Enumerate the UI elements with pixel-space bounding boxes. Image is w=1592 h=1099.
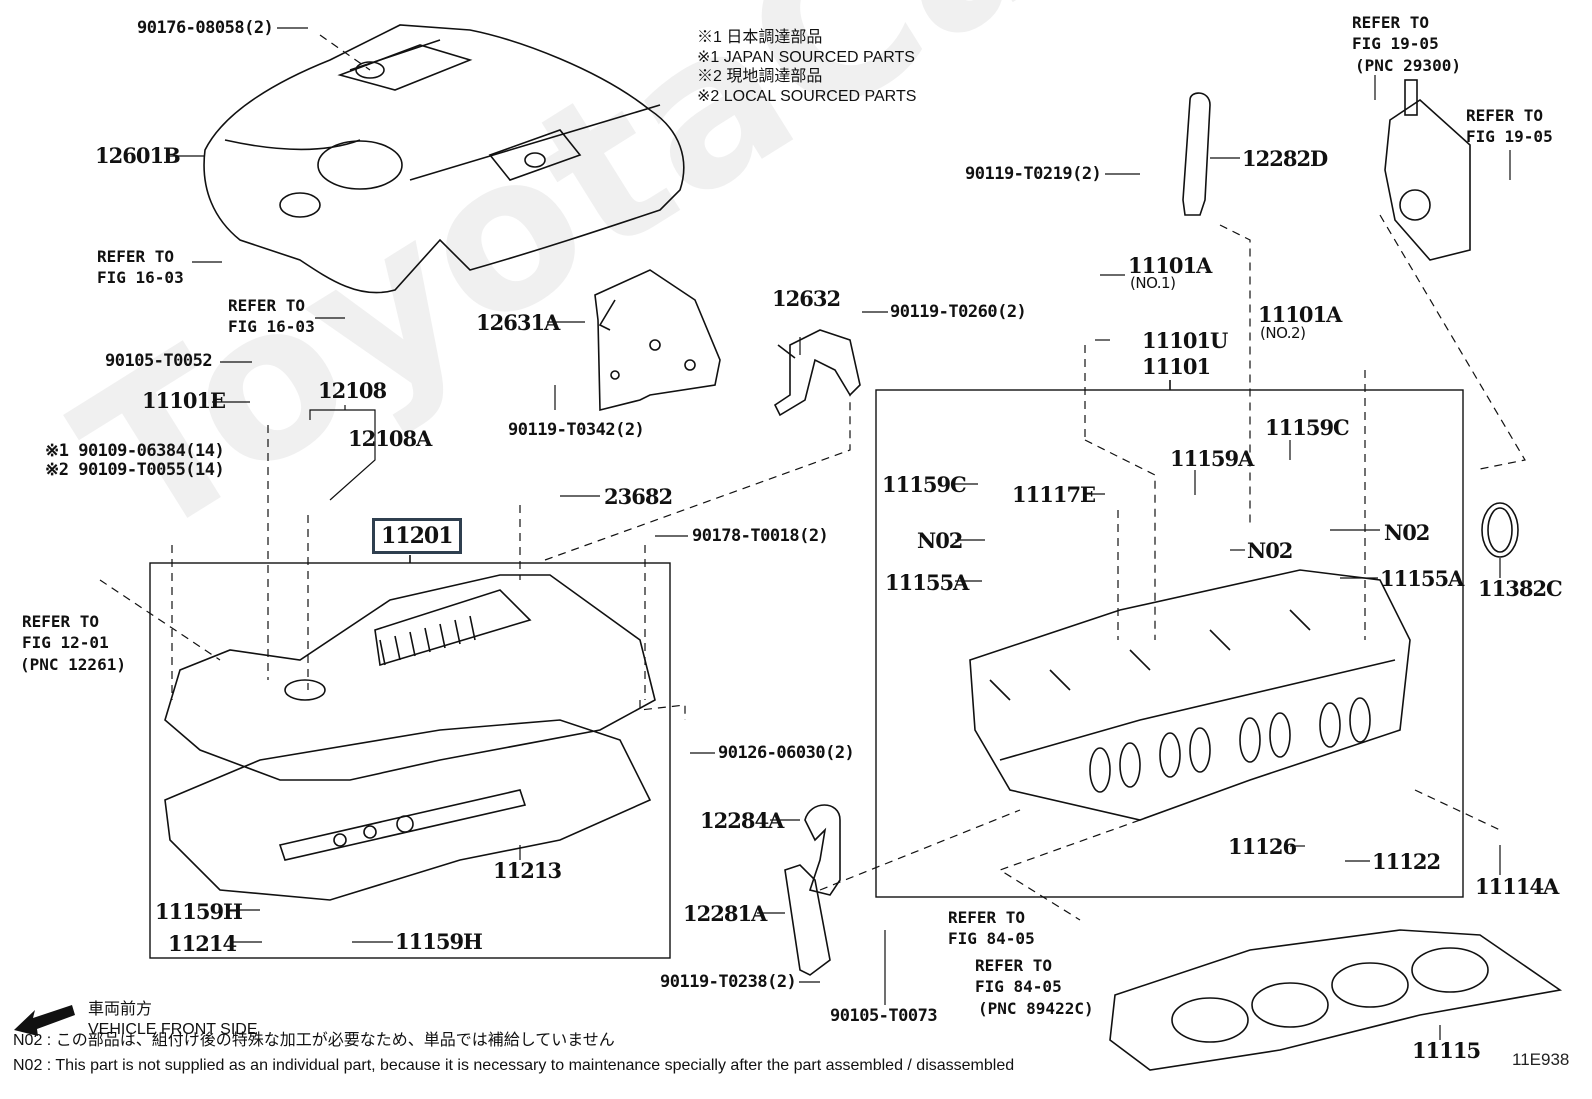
part-label-N02-right[interactable]: N02 xyxy=(1384,520,1430,545)
part-label-11101[interactable]: 11101 xyxy=(1142,354,1211,379)
part-label-11115[interactable]: 11115 xyxy=(1412,1038,1481,1063)
leader-lines xyxy=(170,27,1511,1040)
part-label-11155A-right[interactable]: 11155A xyxy=(1380,566,1464,591)
part-label-11159C-right[interactable]: 11159C xyxy=(1265,415,1350,440)
refer-fig-84-05-pnc: (PNC 89422C) xyxy=(978,999,1094,1018)
vehicle-front-en: VEHICLE FRONT SIDE xyxy=(88,1021,258,1038)
legend-line-3: ※2 現地調達部品 xyxy=(697,68,823,85)
part-label-90109-06384[interactable]: ※1 90109-06384(14) xyxy=(45,441,225,461)
figure-code: 11E938 xyxy=(1512,1050,1570,1069)
part-label-11101E[interactable]: 11101E xyxy=(142,388,226,413)
part-label-90178-T0018[interactable]: 90178-T0018(2) xyxy=(692,526,829,546)
refer-fig-19-05-pnc: (PNC 29300) xyxy=(1355,56,1461,75)
bracket-12281A-drawing xyxy=(784,864,831,976)
part-label-12108[interactable]: 12108 xyxy=(318,378,387,403)
vehicle-front-arrow xyxy=(14,1005,75,1036)
footnote-en: N02 : This part is not supplied as an in… xyxy=(13,1057,1015,1074)
part-label-90109-T0055[interactable]: ※2 90109-T0055(14) xyxy=(45,460,225,480)
cylinder-head-cover-drawing xyxy=(164,574,656,781)
engine-cover-drawing xyxy=(203,24,685,294)
part-label-N02-middle[interactable]: N02 xyxy=(1247,538,1293,563)
hanger-12282D-drawing xyxy=(1182,92,1211,216)
part-label-11382C[interactable]: 11382C xyxy=(1478,576,1563,601)
part-label-12632[interactable]: 12632 xyxy=(772,286,841,311)
part-label-90105-T0073[interactable]: 90105-T0073 xyxy=(830,1006,938,1026)
part-label-90105-T0052[interactable]: 90105-T0052 xyxy=(105,351,213,371)
refer-fig-12-01-pnc: (PNC 12261) xyxy=(20,655,126,674)
legend-line-2: ※1 JAPAN SOURCED PARTS xyxy=(697,48,915,66)
seal-11382C-drawing xyxy=(1481,502,1519,558)
part-label-11159A[interactable]: 11159A xyxy=(1170,446,1254,471)
part-label-11159C-left[interactable]: 11159C xyxy=(882,472,967,497)
cover-gasket-drawing xyxy=(164,719,652,901)
refer-fig-12-01[interactable]: REFER TO FIG 12-01 xyxy=(22,612,109,652)
cylinder-head-drawing xyxy=(969,569,1411,821)
head-gasket-drawing xyxy=(1109,929,1563,1071)
part-label-11114A[interactable]: 11114A xyxy=(1475,874,1559,899)
refer-fig-16-03-upper[interactable]: REFER TO FIG 16-03 xyxy=(97,247,184,287)
part-label-11101U[interactable]: 11101U xyxy=(1142,328,1228,353)
dashed-alignment-lines xyxy=(99,34,1526,921)
legend-line-1: ※1 日本調達部品 xyxy=(697,29,823,46)
vehicle-front-jp: 車両前方 xyxy=(88,1001,153,1018)
part-label-90126-06030[interactable]: 90126-06030(2) xyxy=(718,743,855,763)
part-label-12284A[interactable]: 12284A xyxy=(700,808,784,833)
part-label-90176-08058[interactable]: 90176-08058(2) xyxy=(137,18,274,38)
hanger-12284A-drawing xyxy=(804,804,841,896)
part-label-90119-T0342[interactable]: 90119-T0342(2) xyxy=(508,420,645,440)
part-label-90119-T0219[interactable]: 90119-T0219(2) xyxy=(965,164,1102,184)
part-label-12281A[interactable]: 12281A xyxy=(683,901,767,926)
refer-fig-19-05-bolt[interactable]: REFER TO FIG 19-05 xyxy=(1466,106,1553,146)
part-label-11201[interactable]: 11201 xyxy=(372,518,462,554)
part-label-11159H-right[interactable]: 11159H xyxy=(395,929,483,954)
part-label-11101A-no1-sub: (NO.1) xyxy=(1130,274,1176,292)
part-label-11213[interactable]: 11213 xyxy=(493,858,562,883)
part-label-90119-T0238[interactable]: 90119-T0238(2) xyxy=(660,972,797,992)
refer-fig-84-05-washer[interactable]: REFER TO FIG 84-05 xyxy=(948,908,1035,948)
refer-fig-16-03-lower[interactable]: REFER TO FIG 16-03 xyxy=(228,296,315,336)
part-label-11122[interactable]: 11122 xyxy=(1372,849,1441,874)
part-label-N02-left[interactable]: N02 xyxy=(917,528,963,553)
part-label-11126[interactable]: 11126 xyxy=(1228,834,1297,859)
footnote-jp: N02 : この部品は、組付け後の特殊な加工が必要なため、単品では補給していませ… xyxy=(13,1032,615,1049)
part-label-12601B[interactable]: 12601B xyxy=(95,143,181,168)
legend: ※1 日本調達部品 ※1 JAPAN SOURCED PARTS ※2 現地調達… xyxy=(697,28,916,106)
bracket-12632-drawing xyxy=(773,329,861,417)
part-label-23682[interactable]: 23682 xyxy=(604,484,673,509)
part-label-90119-T0260[interactable]: 90119-T0260(2) xyxy=(890,302,1027,322)
part-label-11214[interactable]: 11214 xyxy=(168,931,237,956)
part-label-12282D[interactable]: 12282D xyxy=(1242,146,1328,171)
bracket-12631A-drawing xyxy=(594,269,721,412)
vacuum-pump-drawing xyxy=(1384,79,1471,261)
part-label-12631A[interactable]: 12631A xyxy=(476,310,560,335)
legend-line-4: ※2 LOCAL SOURCED PARTS xyxy=(697,87,917,105)
part-label-11117E[interactable]: 11117E xyxy=(1012,482,1096,507)
part-label-11155A-left[interactable]: 11155A xyxy=(885,570,969,595)
part-label-11101A-no2-sub: (NO.2) xyxy=(1260,324,1306,342)
refer-fig-84-05-sensor[interactable]: REFER TO FIG 84-05 xyxy=(975,956,1062,996)
part-label-11159H-left[interactable]: 11159H xyxy=(155,899,243,924)
part-label-11101A-no1[interactable]: 11101A xyxy=(1128,253,1212,278)
part-label-11101A-no2[interactable]: 11101A xyxy=(1258,302,1342,327)
refer-fig-19-05-pnc29300[interactable]: REFER TO FIG 19-05 xyxy=(1352,13,1439,53)
vehicle-front-label: 車両前方 VEHICLE FRONT SIDE xyxy=(88,1000,258,1040)
part-label-12108A[interactable]: 12108A xyxy=(348,426,432,451)
